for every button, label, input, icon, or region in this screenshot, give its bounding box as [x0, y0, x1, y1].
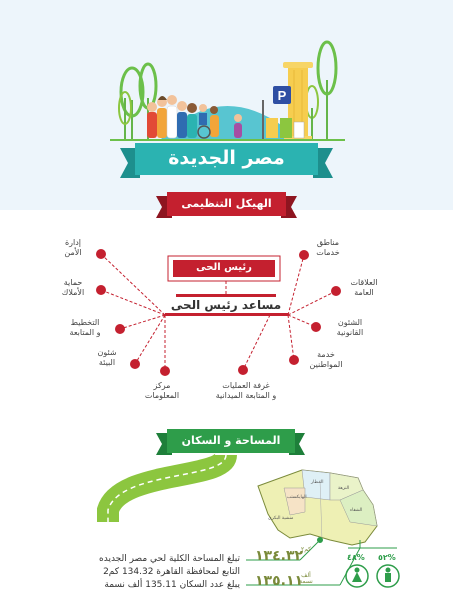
district-label-nozha: النزهة — [338, 486, 350, 491]
title-ribbon — [120, 143, 333, 178]
road-illustration — [97, 451, 237, 522]
description-line: التابع لمحافظة القاهرة 134.32 كم2 — [103, 567, 240, 578]
area-value: ١٣٤.٣٢ — [255, 548, 304, 564]
area-population-title: المساحة و السكان — [181, 434, 281, 447]
org-item-public-relations: العلاقات العامة — [350, 278, 378, 297]
org-item-information-center: مركز المعلومات — [144, 381, 180, 400]
area-title-ribbon — [156, 429, 305, 455]
org-item-service-zones: مناطق خدمات — [316, 238, 340, 257]
city-title: مصر الجديدة — [168, 147, 285, 169]
district-label-shifa: الشفاء — [350, 508, 363, 513]
org-item-planning: التخطيط و المتابعة — [69, 318, 101, 337]
population-value: ١٣٥.١١ — [255, 573, 304, 589]
org-item-operations-room: غرفة العمليات و المتابعة الميدانية — [215, 381, 277, 400]
parking-sign-icon: P — [262, 86, 291, 140]
female-icon — [345, 564, 369, 588]
org-item-environment: شئون البيئة — [97, 348, 117, 367]
male-icon — [376, 564, 400, 588]
people-icon — [147, 95, 242, 139]
assistant-label: مساعد رئيس الحى — [170, 298, 282, 312]
column-icon — [283, 62, 313, 141]
population-unit: ألف نسمة — [299, 572, 313, 585]
district-label-airport: المطار — [311, 480, 324, 485]
recycle-bin-icon — [266, 118, 305, 139]
org-chart-connectors — [100, 253, 337, 371]
org-chart-nodes — [96, 249, 341, 376]
district-label-haykstep: الهايكستب — [287, 495, 307, 500]
assistant-bar — [165, 294, 288, 316]
area-description: تبلغ المساحة الكلية لحي مصر الجديده التا… — [40, 553, 240, 592]
female-percentage: ٤٨% — [347, 553, 365, 562]
svg-text:P: P — [278, 88, 287, 103]
org-title-ribbon — [156, 192, 297, 218]
org-item-property-protection: حماية الأملاك — [61, 278, 85, 297]
map-callout-lines — [246, 537, 397, 586]
area-unit: كم٢ — [300, 546, 312, 553]
district-map — [257, 469, 378, 546]
head-label: رئيس الحى — [196, 262, 252, 273]
description-line: يبلغ عدد السكان 135.11 ألف نسمة — [104, 580, 240, 591]
org-item-security: إدارة الأمن — [64, 238, 82, 257]
description-line: تبلغ المساحة الكلية لحي مصر الجديده — [99, 554, 240, 564]
district-label-manshiyet-elbakry: منشية البكري — [268, 516, 294, 521]
wheelchair-icon — [197, 104, 211, 139]
org-item-citizen-service: خدمة المواطنين — [309, 350, 343, 369]
male-percentage: ٥٢% — [378, 553, 396, 562]
head-box — [167, 255, 281, 282]
org-chart-title: الهيكل التنظيمى — [181, 197, 272, 210]
org-item-legal-affairs: الشئون القانونية — [336, 318, 364, 337]
